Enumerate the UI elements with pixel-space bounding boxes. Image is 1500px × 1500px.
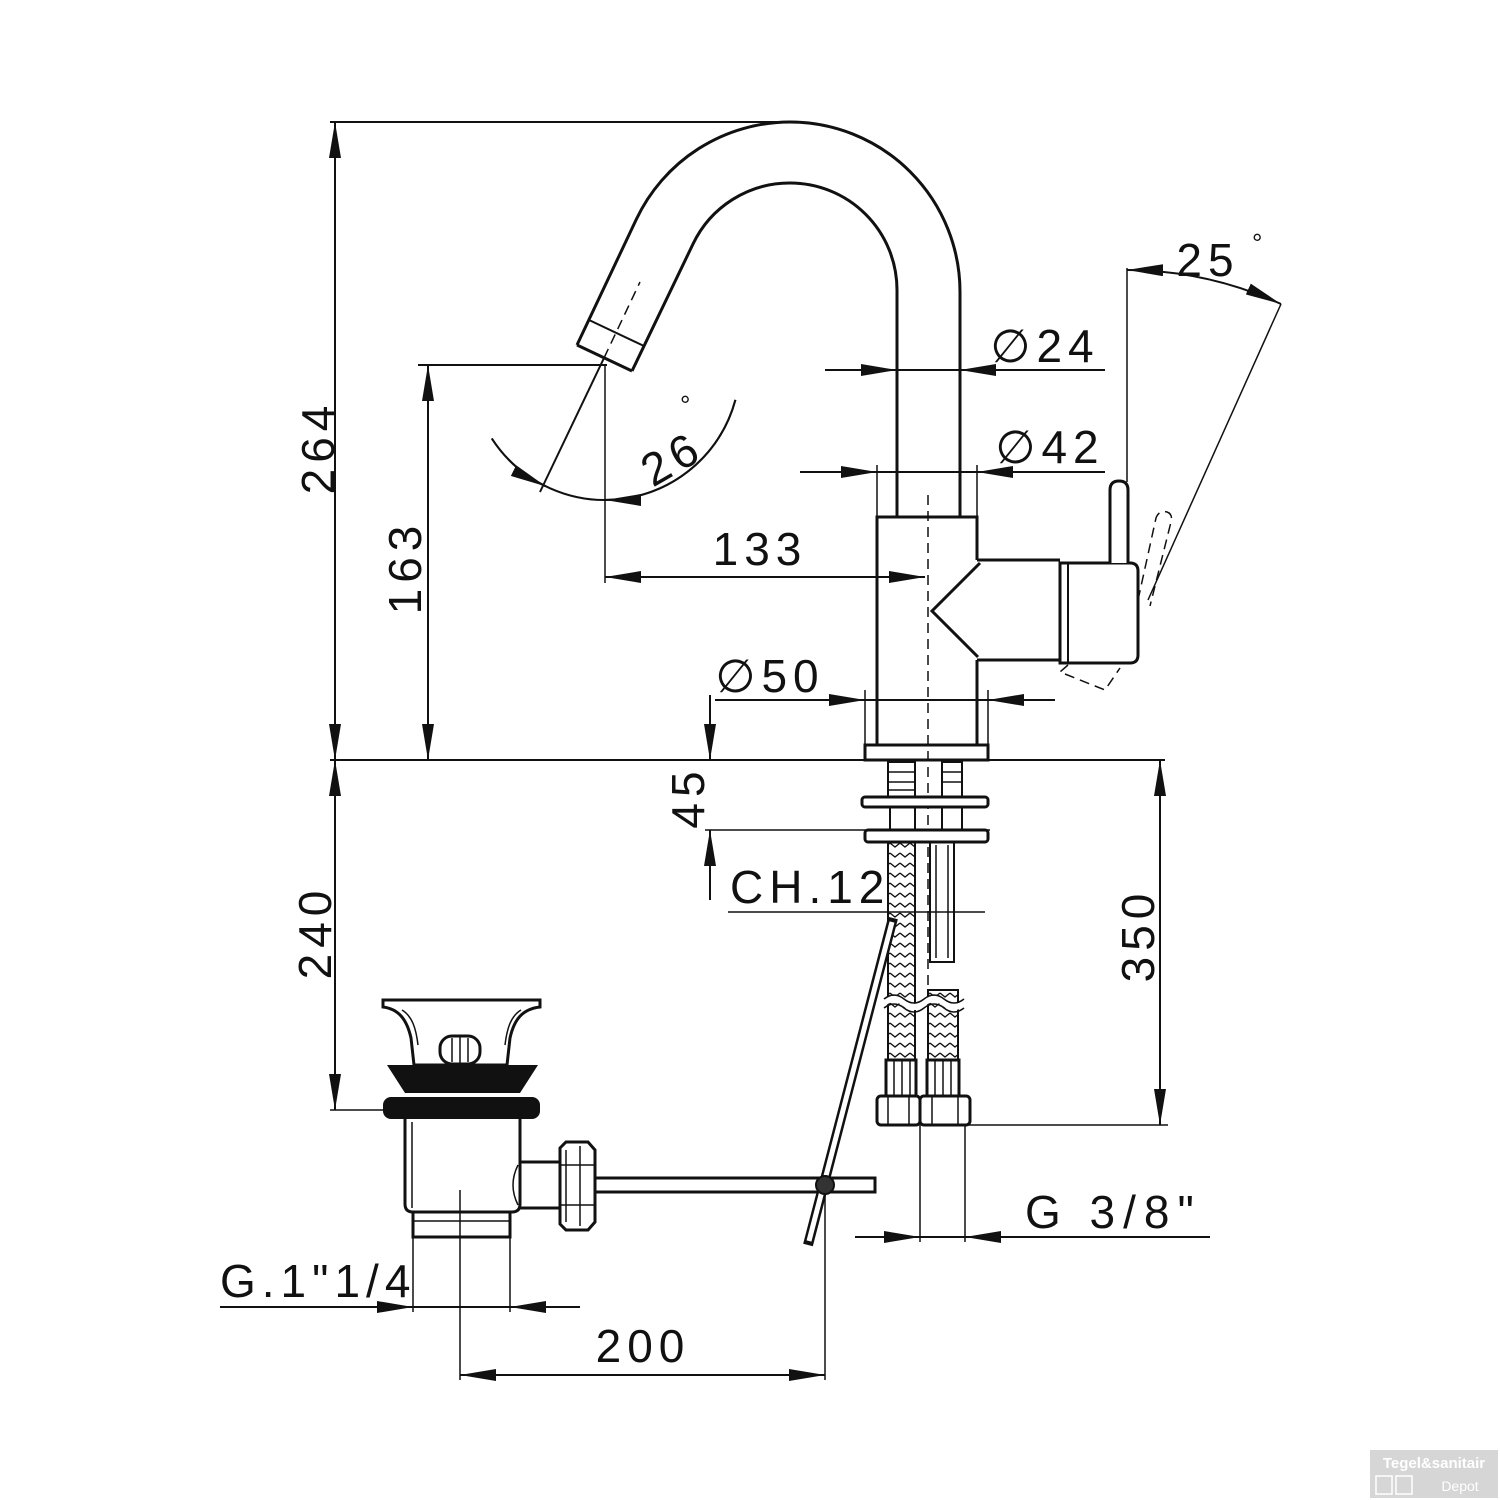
label-waste-thread: G.1"1/4 [220,1255,416,1307]
waste-horizontal-rod [593,1176,877,1194]
hose-break-mark [882,996,966,1010]
label-hose-thread: G 3/8" [1025,1186,1202,1238]
lever-connector [929,558,1060,662]
hose-right-nut [918,1094,972,1127]
hose-left-ferrule [884,1058,918,1098]
wrench-size-callout: CH.12 [728,861,985,913]
dimension-deck-thickness: 45 [662,695,990,900]
waste-seal-ring [387,1065,538,1093]
label-spout-angle-degree: ° [680,390,690,420]
dimension-drain-height: 240 [289,760,390,1111]
threaded-rod [929,841,955,963]
dimension-base-diameter: ∅50 [715,650,1055,745]
label-spout-reach: 133 [713,523,808,575]
right-stud-upper [941,761,963,798]
label-wrench-size: CH.12 [730,861,890,913]
label-deck-thickness: 45 [662,765,714,828]
label-spout-diameter: ∅24 [990,320,1099,372]
label-drain-height: 240 [289,885,341,980]
dimension-total-height: 264 [292,121,790,760]
left-stud-middle [889,806,916,831]
spout-inner-contour [630,181,899,517]
lever-rotated-outline [1058,510,1173,691]
flexible-hoses [875,841,972,1127]
dimension-waste-thread: G.1"1/4 [220,1237,580,1313]
spout-aerator-band [588,319,645,347]
hose-left [887,841,916,1061]
lever-assembly [929,479,1173,691]
right-stud-middle [941,806,963,831]
dimension-hose-thread: G 3/8" [855,1125,1210,1243]
pop-up-waste [381,916,898,1380]
waste-rod-nut [558,1140,597,1232]
watermark-logo: Tegel&sanitair Depot [1370,1450,1498,1498]
watermark-brand: Tegel&sanitair [1383,1455,1485,1472]
hose-left-nut [875,1094,922,1127]
base-ring [863,743,990,762]
dimension-spout-outlet-height: 163 [379,364,607,760]
label-base-diameter: ∅50 [715,650,824,702]
waste-side-outlet [520,1160,560,1210]
watermark-tile-icon [1395,1475,1413,1495]
dimension-spout-angle: 26 ° [490,357,737,506]
dimension-body-diameter: ∅42 [800,421,1105,517]
dimension-lever-angle: 25 ° [1126,228,1282,601]
left-stud-upper [887,761,916,798]
body-outline [875,515,979,747]
label-lever-angle: 25 [1176,234,1239,286]
dimension-rod-distance: 200 [460,1320,825,1381]
washer-upper [860,795,990,809]
waste-body [403,1119,522,1214]
waste-tail-thread [411,1210,512,1239]
watermark-sub: Depot [1441,1478,1478,1494]
lever-cap [1058,561,1140,665]
spout-outer-contour [575,120,962,517]
label-body-diameter: ∅42 [995,421,1104,473]
waste-rod-pivot [815,1175,835,1195]
dimension-hose-length: 350 [965,760,1168,1126]
spout-axis [603,281,641,359]
washer-lower [863,828,990,844]
dimension-spout-diameter: ∅24 [825,320,1105,376]
label-hose-length: 350 [1112,888,1164,983]
label-lever-angle-degree: ° [1252,228,1262,258]
label-spout-angle: 26 [632,420,713,497]
spout [575,120,962,517]
dimension-spout-reach: 133 [604,365,925,583]
label-total-height: 264 [292,400,344,495]
lever-handle [1108,479,1130,563]
watermark-drop-icon [1375,1475,1393,1495]
waste-flange-ring [383,1097,540,1119]
label-rod-distance: 200 [596,1320,691,1372]
label-spout-outlet-height: 163 [379,520,431,615]
